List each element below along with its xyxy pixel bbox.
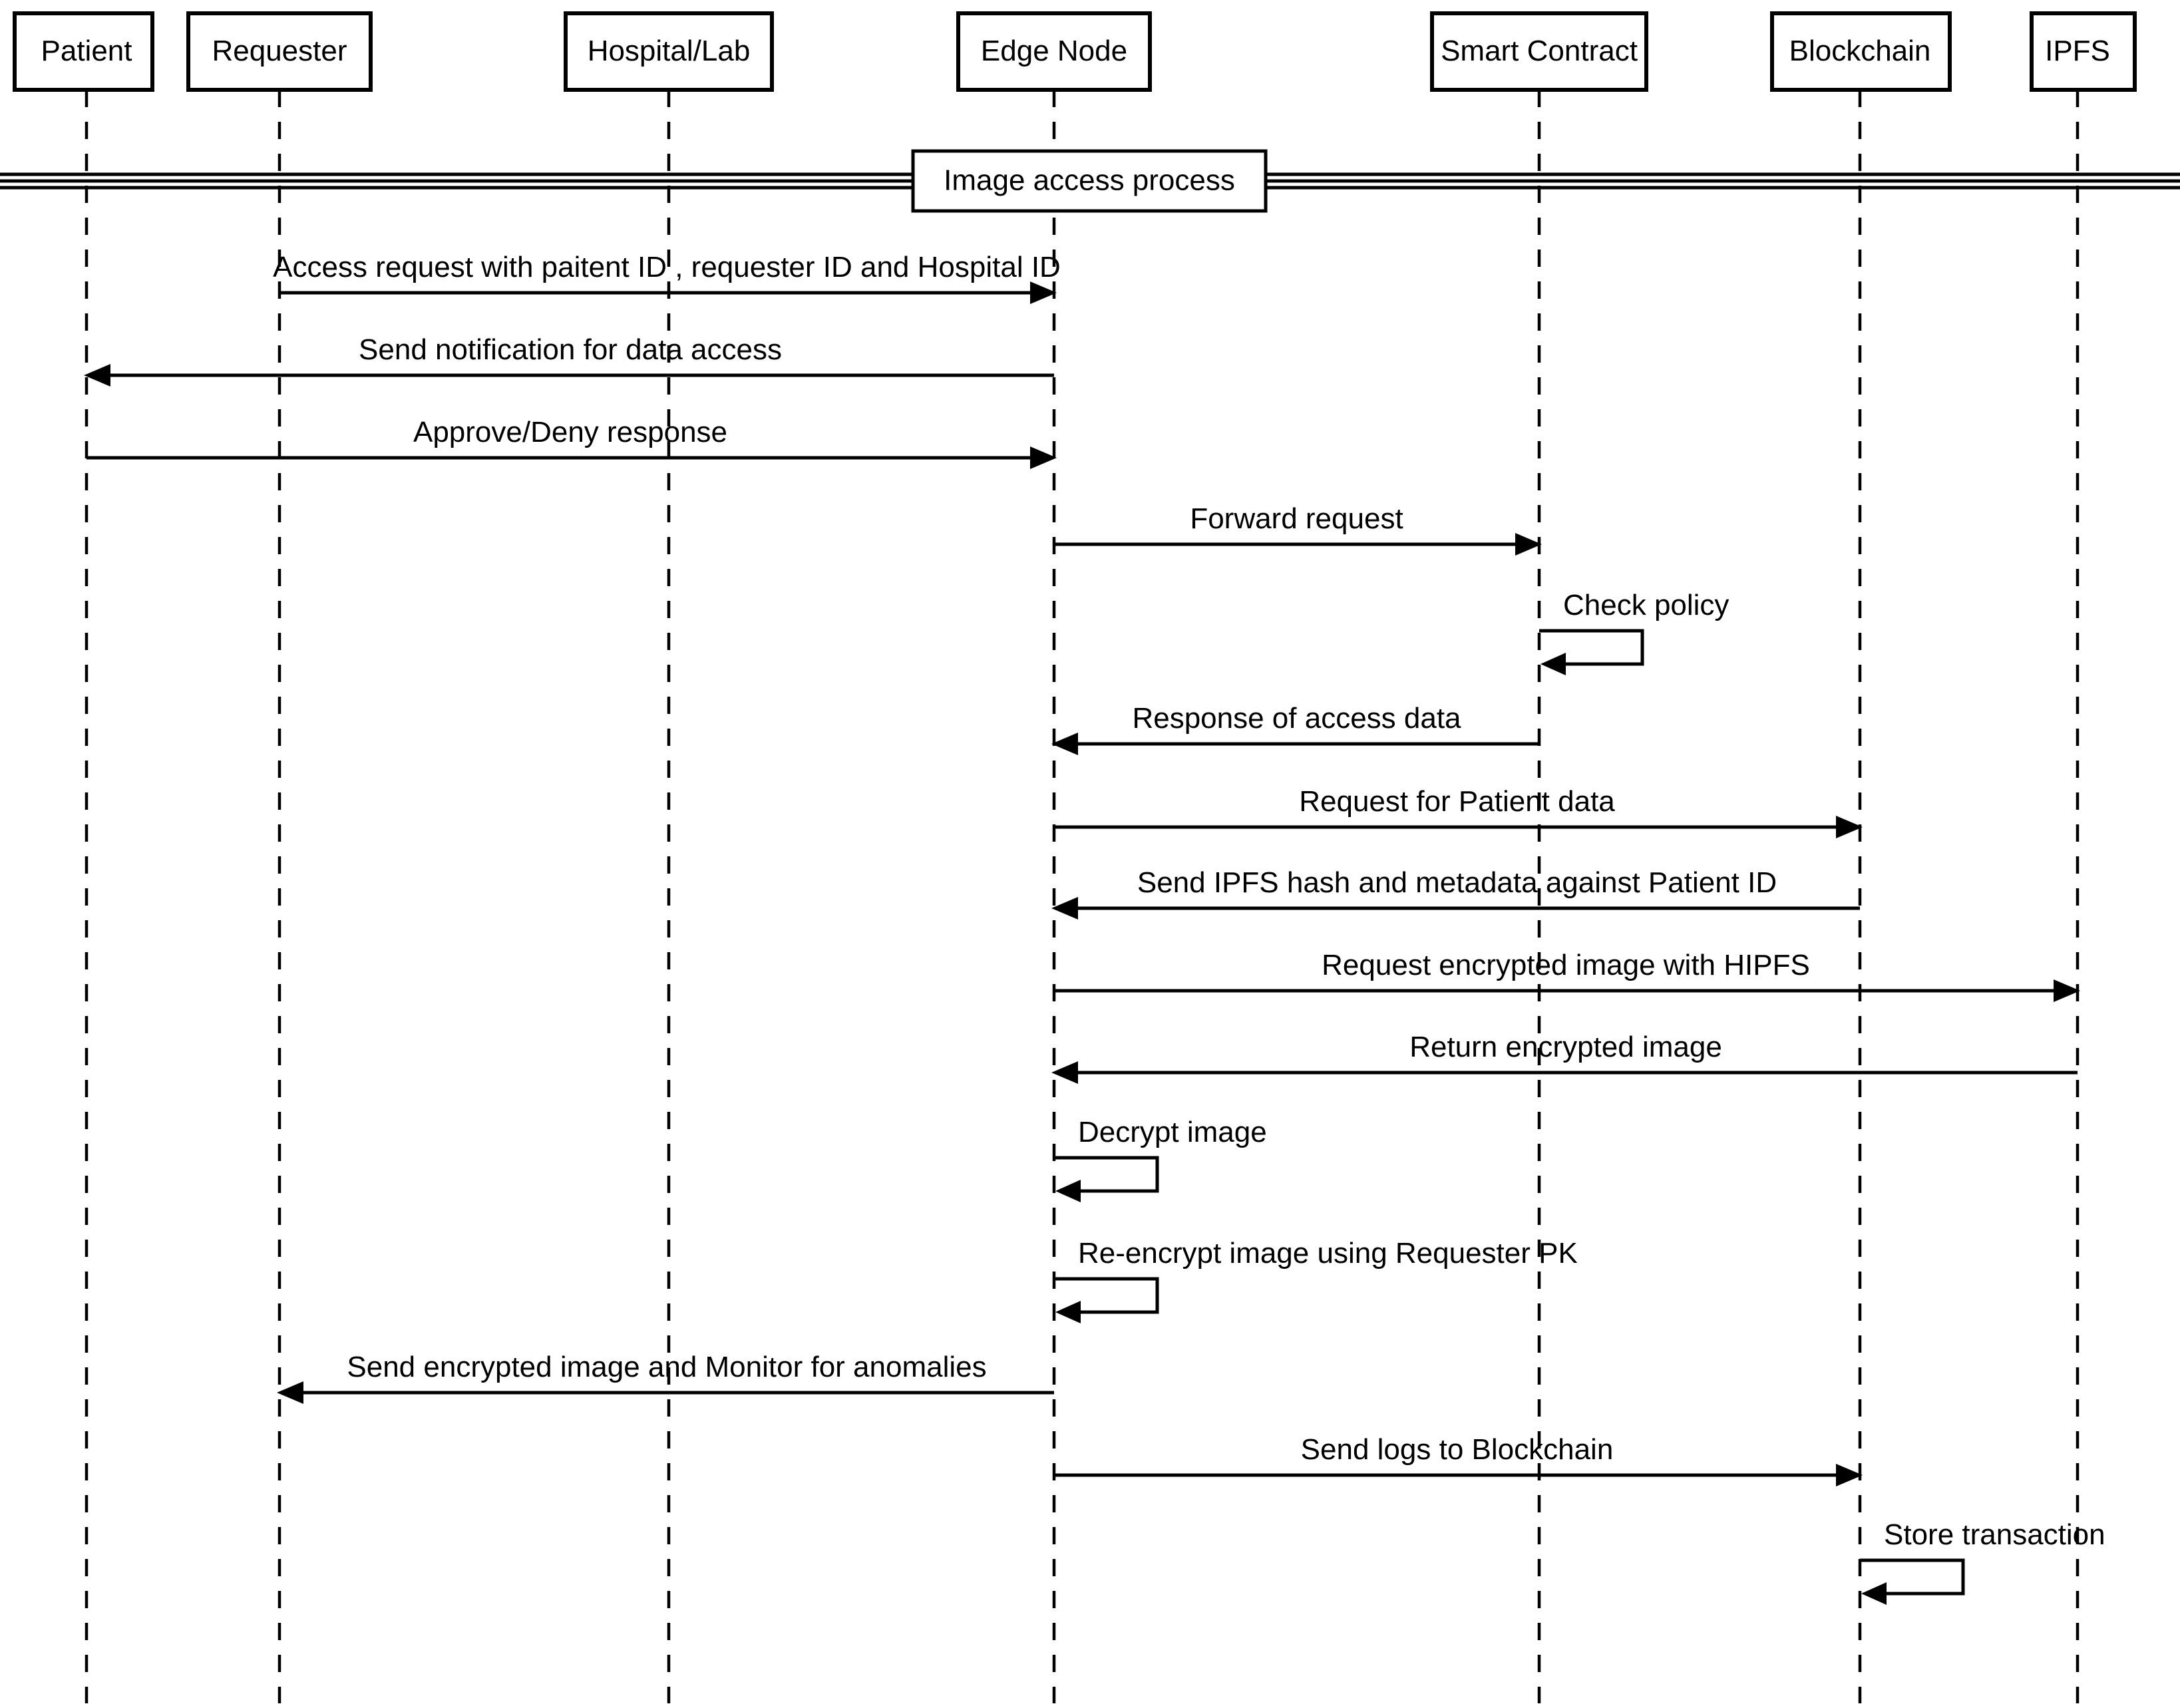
participant-header-ipfs[interactable]: IPFS (2030, 11, 2137, 92)
message-12[interactable]: Re-encrypt image using Requester PK (1054, 1237, 1578, 1323)
self-loop-path-11 (1054, 1156, 1159, 1193)
message-arrowhead-3 (1030, 446, 1057, 469)
participant-label-blockchain: Blockchain (1789, 35, 1931, 67)
self-loop-arrowhead-11 (1055, 1180, 1081, 1202)
participant-box-patient (13, 11, 154, 92)
message-3[interactable]: Approve/Deny response (87, 416, 1057, 469)
participant-box-requester (186, 11, 373, 92)
message-arrowhead-8 (1051, 897, 1078, 920)
message-arrowhead-4 (1515, 533, 1542, 556)
message-label-11: Decrypt image (1078, 1116, 1267, 1148)
message-label-12: Re-encrypt image using Requester PK (1078, 1237, 1578, 1270)
participant-label-smart_contract: Smart Contract (1441, 35, 1638, 67)
participant-label-ipfs: IPFS (2045, 35, 2110, 67)
lifelines-layer (85, 90, 2080, 1703)
participant-label-edge_node: Edge Node (981, 35, 1127, 67)
message-4[interactable]: Forward request (1054, 502, 1542, 556)
participant-box-hospital_lab (564, 11, 774, 92)
fragment-label-box[interactable]: Image access process (911, 149, 1268, 213)
fragment-layer: Image access process (0, 149, 2180, 213)
participant-header-requester[interactable]: Requester (186, 11, 373, 92)
message-5[interactable]: Check policy (1539, 589, 1729, 675)
message-arrowhead-14 (1836, 1464, 1863, 1486)
participant-header-patient[interactable]: Patient (13, 11, 154, 92)
messages-layer: Access request with paitent ID , request… (84, 251, 2105, 1605)
message-arrowhead-2 (84, 364, 110, 387)
fragment-title: Image access process (944, 164, 1235, 197)
message-label-9: Request encrypted image with HIPFS (1322, 949, 1810, 981)
headers-layer: Patient Requester Hospital/Lab Edge Node Sma… (13, 11, 2137, 92)
participant-box-ipfs (2030, 11, 2137, 92)
message-label-6: Response of access data (1132, 702, 1461, 735)
message-7[interactable]: Request for Patient data (1054, 785, 1863, 838)
message-11[interactable]: Decrypt image (1054, 1116, 1267, 1202)
message-10[interactable]: Return encrypted image (1051, 1031, 2078, 1084)
message-label-14: Send logs to Blockchain (1301, 1433, 1614, 1466)
message-label-15: Store transaction (1884, 1518, 2105, 1551)
message-label-8: Send IPFS hash and metadata against Pati… (1137, 866, 1777, 899)
participant-label-hospital_lab: Hospital/Lab (588, 35, 751, 67)
message-arrowhead-13 (277, 1381, 303, 1404)
message-label-10: Return encrypted image (1409, 1031, 1722, 1063)
self-loop-arrowhead-15 (1861, 1582, 1887, 1605)
self-loop-path-15 (1860, 1558, 1965, 1596)
message-label-13: Send encrypted image and Monitor for ano… (347, 1351, 986, 1383)
message-14[interactable]: Send logs to Blockchain (1054, 1433, 1863, 1486)
participant-label-requester: Requester (212, 35, 347, 67)
message-6[interactable]: Response of access data (1051, 702, 1539, 755)
message-8[interactable]: Send IPFS hash and metadata against Pati… (1051, 866, 1860, 920)
message-arrowhead-7 (1836, 816, 1863, 838)
message-15[interactable]: Store transaction (1860, 1518, 2105, 1605)
self-loop-arrowhead-12 (1055, 1301, 1081, 1323)
message-label-2: Send notification for data access (359, 333, 782, 366)
message-13[interactable]: Send encrypted image and Monitor for ano… (277, 1351, 1054, 1404)
message-1[interactable]: Access request with paitent ID , request… (273, 251, 1061, 304)
message-arrowhead-6 (1051, 733, 1078, 755)
message-arrowhead-9 (2054, 979, 2080, 1002)
self-loop-arrowhead-5 (1541, 653, 1566, 675)
message-label-7: Request for Patient data (1299, 785, 1615, 818)
participant-header-hospital_lab[interactable]: Hospital/Lab (564, 11, 774, 92)
participant-header-blockchain[interactable]: Blockchain (1770, 11, 1952, 92)
participant-header-smart_contract[interactable]: Smart Contract (1430, 11, 1648, 92)
message-arrowhead-1 (1030, 281, 1057, 304)
participant-box-blockchain (1770, 11, 1952, 92)
message-label-4: Forward request (1190, 502, 1403, 535)
self-loop-path-5 (1539, 629, 1644, 666)
fragment-box (911, 149, 1268, 213)
message-label-1: Access request with paitent ID , request… (273, 251, 1061, 283)
participant-label-patient: Patient (41, 35, 132, 67)
self-loop-path-12 (1054, 1277, 1159, 1314)
participant-box-smart_contract (1430, 11, 1648, 92)
participant-box-edge_node (956, 11, 1152, 92)
message-label-5: Check policy (1563, 589, 1729, 621)
message-arrowhead-10 (1051, 1061, 1078, 1084)
message-2[interactable]: Send notification for data access (84, 333, 1054, 387)
message-9[interactable]: Request encrypted image with HIPFS (1054, 949, 2080, 1002)
participant-header-edge_node[interactable]: Edge Node (956, 11, 1152, 92)
message-label-3: Approve/Deny response (413, 416, 727, 448)
